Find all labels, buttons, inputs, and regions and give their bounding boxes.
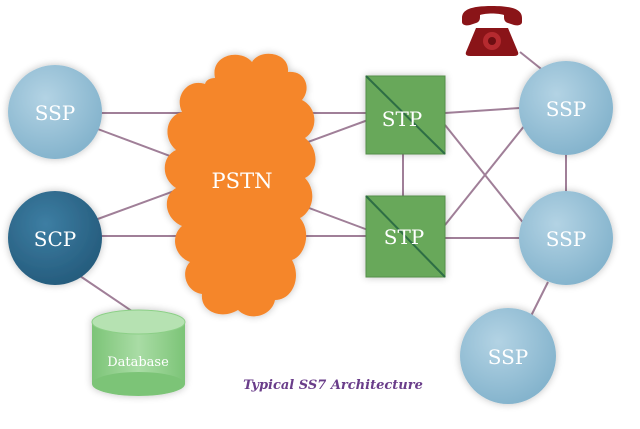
- database-cylinder: Database: [91, 309, 186, 396]
- link-stp-bottom-ssp-right-top: [444, 124, 526, 226]
- stp-node-top: STP: [365, 75, 446, 155]
- ssp-node-bottom-label: SSP: [488, 345, 529, 369]
- ssp-node-left: SSP: [8, 65, 102, 159]
- database-label: Database: [107, 355, 169, 370]
- link-ssp-right-middle-ssp-bottom: [529, 281, 549, 319]
- ssp-node-bottom: SSP: [460, 308, 556, 404]
- signaling-links: [79, 51, 567, 323]
- ssp-node-right-top: SSP: [519, 61, 613, 155]
- diagram-caption: Typical SS7 Architecture: [243, 378, 423, 393]
- ssp-node-right-top-label: SSP: [546, 97, 587, 121]
- ssp-node-left-label: SSP: [35, 101, 76, 125]
- link-stp-top-ssp-right-top: [444, 107, 521, 114]
- stp-node-bottom: STP: [365, 195, 446, 278]
- stp-node-top-label: STP: [382, 107, 423, 131]
- scp-node-label: SCP: [34, 227, 76, 251]
- pstn-cloud: PSTN: [164, 53, 316, 317]
- ssp-node-right-middle-label: SSP: [546, 227, 587, 251]
- scp-node: SCP: [8, 191, 102, 285]
- telephone-icon: [462, 6, 522, 56]
- stp-node-bottom-label: STP: [384, 225, 425, 249]
- ssp-node-right-middle: SSP: [519, 191, 613, 285]
- pstn-cloud-label: PSTN: [212, 169, 273, 193]
